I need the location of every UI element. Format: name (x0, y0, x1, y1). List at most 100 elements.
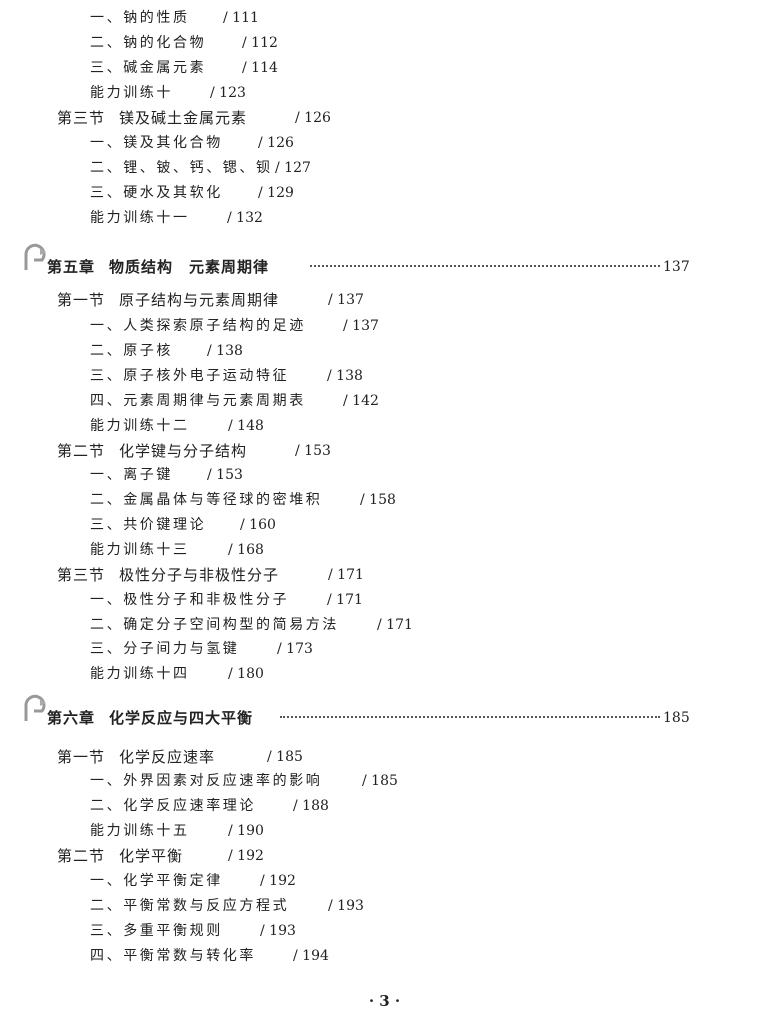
entry-title: 三、共价键理论 (90, 517, 207, 533)
entry-title: 能力训练十三 (90, 542, 190, 558)
toc-entry[interactable]: 二、金属晶体与等径球的密堆积/ 158 (90, 489, 396, 511)
toc-section[interactable]: 第三节极性分子与非极性分子 / 171 (57, 564, 364, 586)
toc-section[interactable]: 第一节化学反应速率/ 185 (57, 746, 303, 768)
section-title: 化学平衡 (119, 847, 184, 865)
entry-title: 三、多重平衡规则 (90, 923, 223, 939)
entry-title: 四、平衡常数与转化率 (90, 948, 256, 964)
entry-page: / 190 (228, 823, 264, 839)
entry-title: 一、钠的性质 (90, 10, 190, 26)
toc-entry[interactable]: 三、共价键理论 / 160 (90, 514, 276, 536)
toc-entry[interactable]: 三、硬水及其软化 / 129 (90, 182, 294, 204)
toc-entry[interactable]: 能力训练十 / 123 (90, 82, 246, 104)
section-title: 极性分子与非极性分子 (119, 566, 280, 584)
section-page: / 126 (295, 110, 331, 126)
toc-entry[interactable]: 一、人类探索原子结构的足迹 / 137 (90, 315, 379, 337)
toc-section[interactable]: 第三节镁及碱土金属元素/ 126 (57, 107, 331, 129)
toc-entry[interactable]: 能力训练十四/ 180 (90, 663, 264, 685)
entry-page: / 123 (210, 85, 246, 101)
section-page: / 185 (267, 749, 303, 765)
entry-page: / 160 (240, 517, 276, 533)
toc-entry[interactable]: 三、原子核外电子运动特征/ 138 (90, 365, 363, 387)
entry-title: 四、元素周期律与元素周期表 (90, 393, 306, 409)
entry-page: / 111 (223, 10, 259, 26)
entry-page: / 192 (260, 873, 296, 889)
entry-page: / 132 (227, 210, 263, 226)
entry-title: 一、人类探索原子结构的足迹 (90, 318, 306, 334)
toc-entry[interactable]: 三、碱金属元素/ 114 (90, 57, 278, 79)
toc-entry[interactable]: 二、确定分子空间构型的简易方法 / 171 (90, 614, 413, 636)
toc-entry[interactable]: 能力训练十一 / 132 (90, 207, 263, 229)
toc-entry[interactable]: 二、锂、铍、钙、锶、钡/ 127 (90, 157, 311, 179)
toc-entry[interactable]: 二、原子核 / 138 (90, 340, 243, 362)
entry-title: 一、离子键 (90, 467, 173, 483)
section-label: 第二节 (57, 847, 106, 865)
toc-section[interactable]: 第二节化学平衡 / 192 (57, 845, 264, 867)
entry-page: / 148 (228, 418, 264, 434)
entry-title: 二、化学反应速率理论 (90, 798, 256, 814)
entry-page: / 153 (207, 467, 243, 483)
toc-entry[interactable]: 二、化学反应速率理论/ 188 (90, 795, 329, 817)
entry-page: / 138 (207, 343, 243, 359)
toc-section[interactable]: 第二节化学键与分子结构/ 153 (57, 440, 331, 462)
entry-page: / 112 (242, 35, 278, 51)
section-label: 第三节 (57, 566, 106, 584)
section-label: 第一节 (57, 291, 106, 309)
entry-title: 三、分子间力与氢键 (90, 641, 240, 657)
entry-page: / 193 (328, 898, 364, 914)
entry-page: / 129 (258, 185, 294, 201)
toc-entry[interactable]: 一、钠的性质 / 111 (90, 7, 259, 29)
entry-page: / 168 (228, 542, 264, 558)
toc-entry[interactable]: 四、元素周期律与元素周期表 / 142 (90, 390, 379, 412)
dot-leader (280, 716, 660, 718)
entry-title: 三、原子核外电子运动特征 (90, 368, 290, 384)
entry-page: / 142 (343, 393, 379, 409)
entry-page: / 137 (343, 318, 379, 334)
section-page: / 153 (295, 443, 331, 459)
section-page: / 192 (228, 848, 264, 864)
entry-title: 三、碱金属元素 (90, 60, 207, 76)
chapter-6-heading[interactable]: 第六章化学反应与四大平衡 185 (20, 694, 720, 729)
toc-entry[interactable]: 二、钠的化合物 / 112 (90, 32, 278, 54)
entry-page: / 127 (275, 160, 311, 176)
section-page: / 171 (328, 567, 364, 583)
entry-title: 三、硬水及其软化 (90, 185, 223, 201)
entry-title: 二、确定分子空间构型的简易方法 (90, 617, 339, 633)
toc-entry[interactable]: 三、多重平衡规则 / 193 (90, 920, 296, 942)
toc-entry[interactable]: 一、镁及其化合物 / 126 (90, 132, 294, 154)
entry-title: 二、钠的化合物 (90, 35, 207, 51)
entry-page: / 194 (293, 948, 329, 964)
toc-section[interactable]: 第一节原子结构与元素周期律/ 137 (57, 289, 364, 311)
toc-entry[interactable]: 一、离子键 / 153 (90, 464, 243, 486)
chapter-5-heading[interactable]: 第五章物质结构 元素周期律 137 (20, 243, 720, 278)
toc-entry[interactable]: 一、外界因素对反应速率的影响 / 185 (90, 770, 398, 792)
toc-entry[interactable]: 二、平衡常数与反应方程式/ 193 (90, 895, 364, 917)
entry-title: 二、锂、铍、钙、锶、钡 (90, 160, 273, 176)
chapter-page: 185 (663, 710, 690, 726)
chapter-label: 第五章 (47, 258, 96, 276)
entry-page: / 185 (362, 773, 398, 789)
entry-title: 能力训练十一 (90, 210, 190, 226)
entry-title: 二、金属晶体与等径球的密堆积 (90, 492, 323, 508)
entry-title: 一、外界因素对反应速率的影响 (90, 773, 323, 789)
chapter-title: 化学反应与四大平衡 (109, 709, 254, 727)
section-title: 原子结构与元素周期律 (119, 291, 280, 309)
toc-entry[interactable]: 能力训练十三 / 168 (90, 539, 264, 561)
entry-page: / 126 (258, 135, 294, 151)
toc-entry[interactable]: 能力训练十二 / 148 (90, 415, 264, 437)
chapter-page: 137 (663, 259, 690, 275)
entry-page: / 193 (260, 923, 296, 939)
page-number: · 3 · (368, 992, 401, 1010)
entry-title: 一、化学平衡定律 (90, 873, 223, 889)
toc-entry[interactable]: 一、极性分子和非极性分子/ 171 (90, 589, 363, 611)
entry-title: 能力训练十五 (90, 823, 190, 839)
toc-entry[interactable]: 四、平衡常数与转化率 / 194 (90, 945, 329, 967)
entry-title: 二、原子核 (90, 343, 173, 359)
entry-title: 能力训练十二 (90, 418, 190, 434)
entry-title: 一、镁及其化合物 (90, 135, 223, 151)
toc-entry[interactable]: 一、化学平衡定律 / 192 (90, 870, 296, 892)
toc-entry[interactable]: 三、分子间力与氢键/ 173 (90, 638, 313, 660)
entry-page: / 171 (377, 617, 413, 633)
entry-title: 能力训练十 (90, 85, 173, 101)
toc-entry[interactable]: 能力训练十五 / 190 (90, 820, 264, 842)
